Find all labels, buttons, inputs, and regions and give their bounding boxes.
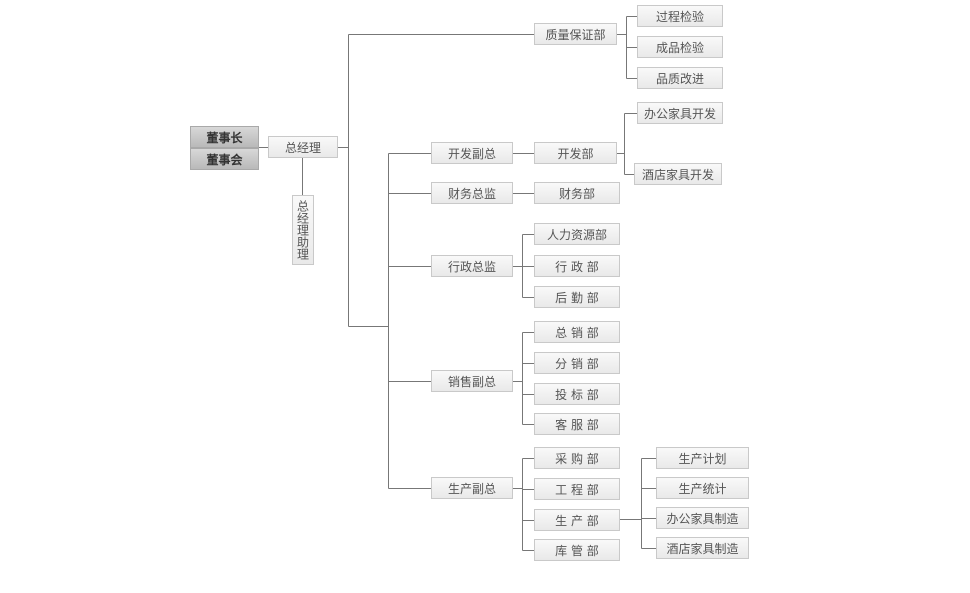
admin-director-box: 行政总监 xyxy=(431,255,513,277)
office-furniture-mfg-box: 办公家具制造 xyxy=(656,507,749,529)
dev-vp-box: 开发副总 xyxy=(431,142,513,164)
production-statistics-box: 生产统计 xyxy=(656,477,749,499)
finance-dept-box: 财务部 xyxy=(534,182,620,204)
quality-improvement-box: 品质改进 xyxy=(637,67,723,89)
bidding-dept-box: 投 标 部 xyxy=(534,383,620,405)
sales-vp-box: 销售副总 xyxy=(431,370,513,392)
warehouse-dept-box: 库 管 部 xyxy=(534,539,620,561)
hotel-furniture-mfg-box: 酒店家具制造 xyxy=(656,537,749,559)
production-vp-box: 生产副总 xyxy=(431,477,513,499)
office-furniture-dev-box: 办公家具开发 xyxy=(637,102,723,124)
purchasing-dept-box: 采 购 部 xyxy=(534,447,620,469)
process-inspection-box: 过程检验 xyxy=(637,5,723,27)
general-sales-dept-box: 总 销 部 xyxy=(534,321,620,343)
general-manager-box: 总经理 xyxy=(268,136,338,158)
gm-assistant-box: 总经理助理 xyxy=(292,195,314,265)
production-planning-box: 生产计划 xyxy=(656,447,749,469)
customer-service-dept-box: 客 服 部 xyxy=(534,413,620,435)
finance-director-box: 财务总监 xyxy=(431,182,513,204)
hr-dept-box: 人力资源部 xyxy=(534,223,620,245)
production-dept-box: 生 产 部 xyxy=(534,509,620,531)
dev-dept-box: 开发部 xyxy=(534,142,617,164)
quality-dept-box: 质量保证部 xyxy=(534,23,617,45)
logistics-dept-box: 后 勤 部 xyxy=(534,286,620,308)
product-inspection-box: 成品检验 xyxy=(637,36,723,58)
engineering-dept-box: 工 程 部 xyxy=(534,478,620,500)
board-box: 董事会 xyxy=(190,148,259,170)
chairman-box: 董事长 xyxy=(190,126,259,148)
hotel-furniture-dev-box: 酒店家具开发 xyxy=(634,163,722,185)
distribution-dept-box: 分 销 部 xyxy=(534,352,620,374)
admin-dept-box: 行 政 部 xyxy=(534,255,620,277)
